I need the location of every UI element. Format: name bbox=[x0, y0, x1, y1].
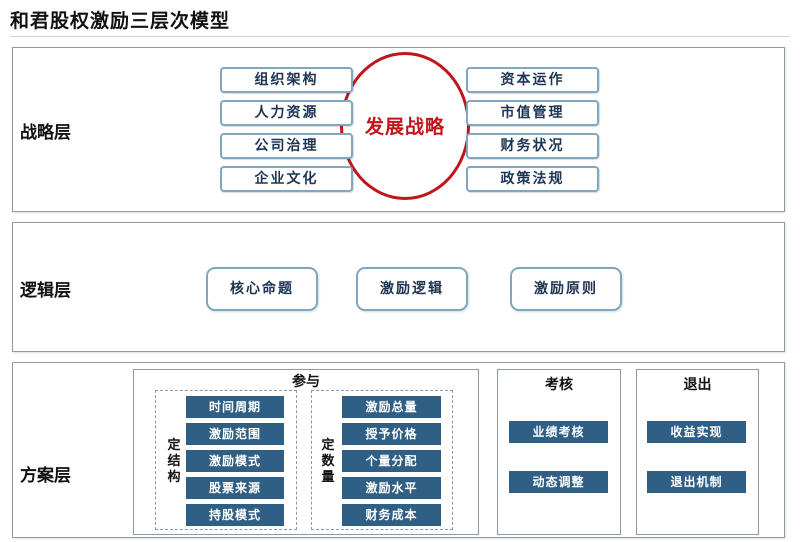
logic-item-incentive-logic: 激励逻辑 bbox=[356, 267, 468, 311]
assess-item: 业绩考核 bbox=[509, 421, 608, 443]
strategy-left-item: 公司治理 bbox=[220, 133, 353, 159]
quantity-item: 财务成本 bbox=[342, 504, 441, 526]
quantity-item: 激励水平 bbox=[342, 477, 441, 499]
strategy-center-label: 发展战略 bbox=[364, 116, 445, 138]
structure-group bbox=[155, 390, 297, 530]
participate-title: 参与 bbox=[292, 374, 320, 390]
quantity-label-2: 数 bbox=[321, 454, 335, 469]
structure-item: 持股模式 bbox=[186, 504, 284, 526]
exit-item: 收益实现 bbox=[647, 421, 746, 443]
structure-label-1: 定 bbox=[167, 438, 181, 453]
structure-item: 激励模式 bbox=[186, 450, 284, 472]
strategy-ring bbox=[340, 52, 470, 200]
quantity-item: 个量分配 bbox=[342, 450, 441, 472]
exit-panel bbox=[636, 369, 759, 535]
quantity-item: 激励总量 bbox=[342, 396, 441, 418]
structure-label-3: 构 bbox=[167, 470, 181, 485]
title-divider bbox=[10, 36, 790, 37]
quantity-label-3: 量 bbox=[321, 470, 335, 485]
structure-label-2: 结 bbox=[167, 454, 181, 469]
page-title: 和君股权激励三层次模型 bbox=[10, 10, 231, 32]
assess-item: 动态调整 bbox=[509, 471, 608, 493]
strategy-right-item: 市值管理 bbox=[466, 100, 599, 126]
structure-item: 激励范围 bbox=[186, 423, 284, 445]
exit-item: 退出机制 bbox=[647, 471, 746, 493]
quantity-label-1: 定 bbox=[321, 438, 335, 453]
assess-title: 考核 bbox=[545, 377, 573, 393]
logic-layer-label: 逻辑层 bbox=[20, 281, 71, 301]
exit-title: 退出 bbox=[683, 377, 712, 393]
structure-item: 股票来源 bbox=[186, 477, 284, 499]
structure-item: 时间周期 bbox=[186, 396, 284, 418]
logic-item-incentive-principle: 激励原则 bbox=[510, 267, 622, 311]
quantity-item: 授予价格 bbox=[342, 423, 441, 445]
plan-layer-label: 方案层 bbox=[20, 466, 71, 486]
assess-panel bbox=[497, 369, 621, 535]
strategy-right-item: 财务状况 bbox=[466, 133, 599, 159]
strategy-left-item: 组织架构 bbox=[220, 67, 353, 93]
strategy-right-item: 资本运作 bbox=[466, 67, 599, 93]
strategy-right-item: 政策法规 bbox=[466, 166, 599, 192]
strategy-left-item: 企业文化 bbox=[220, 166, 353, 192]
strategy-layer-label: 战略层 bbox=[20, 123, 71, 143]
quantity-group bbox=[311, 390, 453, 530]
strategy-left-item: 人力资源 bbox=[220, 100, 353, 126]
logic-item-core-proposition: 核心命题 bbox=[206, 267, 318, 311]
